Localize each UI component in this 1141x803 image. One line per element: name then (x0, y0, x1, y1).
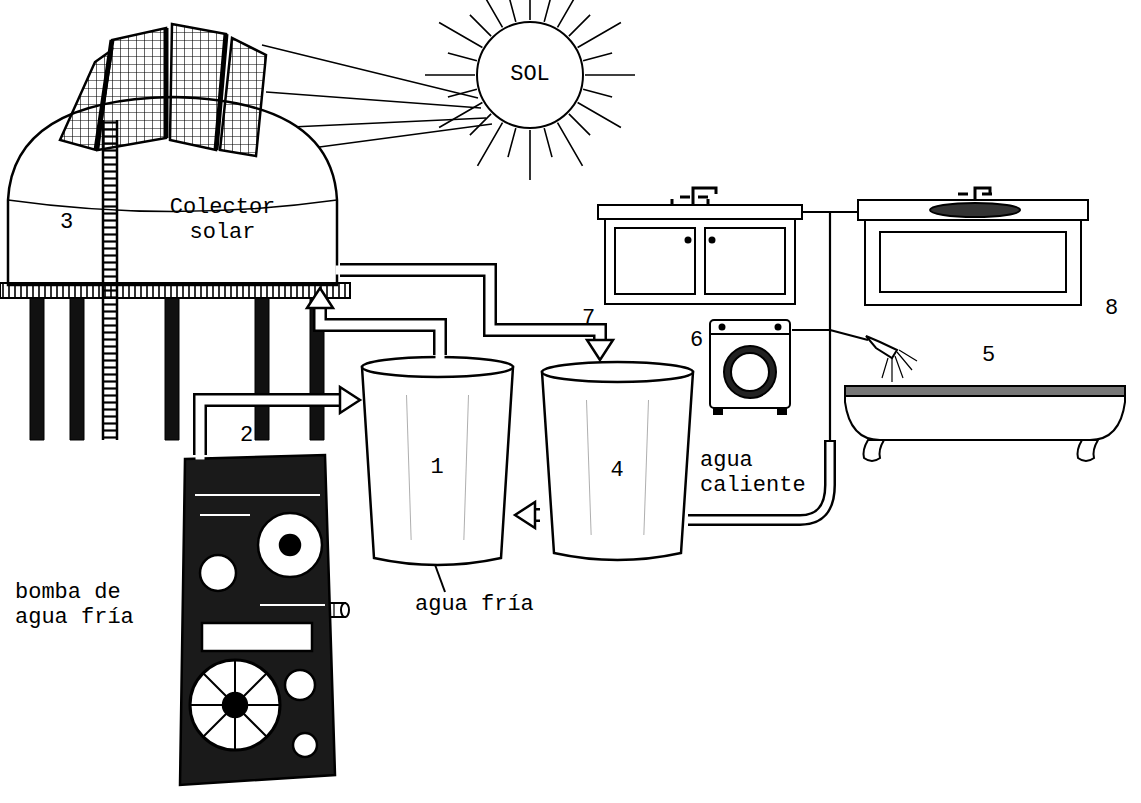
washer-glass (731, 353, 769, 391)
collector-label: Colector solar (135, 195, 310, 246)
flow-label: agua fría (415, 592, 555, 617)
pipe-inner (533, 511, 540, 520)
washer-door (724, 346, 776, 398)
pump-spokes (190, 660, 280, 750)
pipe-outline (320, 306, 440, 355)
pipe-outline (533, 508, 540, 522)
tank-rim (362, 357, 513, 377)
pipe-inner (340, 270, 600, 342)
cabinet-door (705, 228, 785, 294)
tank-outline (542, 372, 693, 560)
tank-shading (407, 395, 469, 540)
washer-panel-line (710, 333, 790, 335)
arrow-head (515, 502, 535, 528)
washer-knob (720, 325, 725, 330)
pump-detail (195, 495, 325, 605)
pipe-inner (320, 306, 440, 355)
tank-shading (587, 400, 649, 535)
tank-outline (362, 367, 513, 565)
shower-spray (882, 350, 917, 382)
pump-plate (202, 623, 312, 651)
tank-rim (542, 362, 693, 382)
kitchen-sink (598, 188, 802, 304)
pump-hub (280, 535, 300, 555)
callout-number: 5 (982, 343, 1012, 368)
pipe-outline (340, 270, 600, 342)
pipe-arrow (515, 502, 540, 528)
callout-number: 6 (690, 328, 720, 353)
sink-cabinet (605, 219, 795, 304)
tub-foot (1078, 440, 1099, 461)
callout-number: 7 (582, 306, 612, 331)
callout-number: 1 (422, 455, 452, 480)
callout-number: 3 (60, 210, 90, 235)
pipe-outline (200, 400, 342, 455)
sun-label: SOL (475, 62, 585, 87)
storage-tank: 1 (360, 355, 515, 570)
vanity-panel (880, 232, 1066, 292)
collector-legs (30, 298, 324, 440)
bathroom-vanity (858, 188, 1088, 305)
tub-foot (864, 440, 885, 461)
shower-head (866, 336, 897, 358)
cold-water-leader (434, 562, 445, 592)
sun-circle: SOL (475, 20, 585, 130)
pipe-arrow (200, 387, 360, 455)
pump-gear (258, 513, 322, 577)
pump-label: bomba de agua fría (15, 580, 185, 631)
node-shape (140, 455, 335, 790)
hot-water-pipe-inner (686, 442, 830, 520)
pump-body (180, 455, 335, 785)
faucet (672, 188, 716, 205)
sink-countertop (598, 205, 802, 219)
node-shape (5, 95, 340, 288)
arrow-head (587, 340, 613, 360)
outlet-mouth (341, 603, 349, 617)
bathtub (845, 386, 1125, 461)
pump-gear (285, 670, 315, 700)
door-knob (710, 238, 715, 243)
pump-wheel (190, 660, 280, 750)
tank-outline (8, 97, 337, 285)
callout-number: 4 (602, 458, 632, 483)
washing-machine (710, 320, 790, 414)
hot-water-tank: 4 (540, 360, 695, 565)
sun-rays (425, 0, 635, 180)
pipe-inner (200, 400, 342, 455)
callout-number: 2 (240, 423, 270, 448)
arrow-head (340, 387, 360, 413)
pump-gear (200, 555, 236, 591)
arrow-head (307, 288, 333, 308)
callout-number: 8 (1105, 296, 1135, 321)
washer-feet (714, 408, 786, 414)
solar-collector-tank: 3 Colector solar (5, 95, 340, 288)
washer-body (710, 320, 790, 408)
pipe-arrow (340, 270, 613, 360)
cold-water-pump: 2bomba de agua fría (140, 455, 335, 790)
vanity-countertop (858, 200, 1088, 220)
tub-rim (845, 386, 1125, 396)
cabinet-door (615, 228, 695, 294)
tub-body (845, 392, 1125, 440)
vanity-basin (930, 203, 1020, 217)
door-knob (686, 238, 691, 243)
pump-gear (293, 733, 317, 757)
vanity-cabinet (865, 220, 1081, 305)
washer-knob (776, 325, 781, 330)
hot-water-lines (792, 212, 868, 440)
pipe-arrow (307, 288, 440, 355)
hot-water-pipe-outline (688, 440, 830, 520)
flow-label: agua caliente (700, 448, 810, 499)
faucet (958, 188, 992, 200)
pump-hub (223, 693, 247, 717)
